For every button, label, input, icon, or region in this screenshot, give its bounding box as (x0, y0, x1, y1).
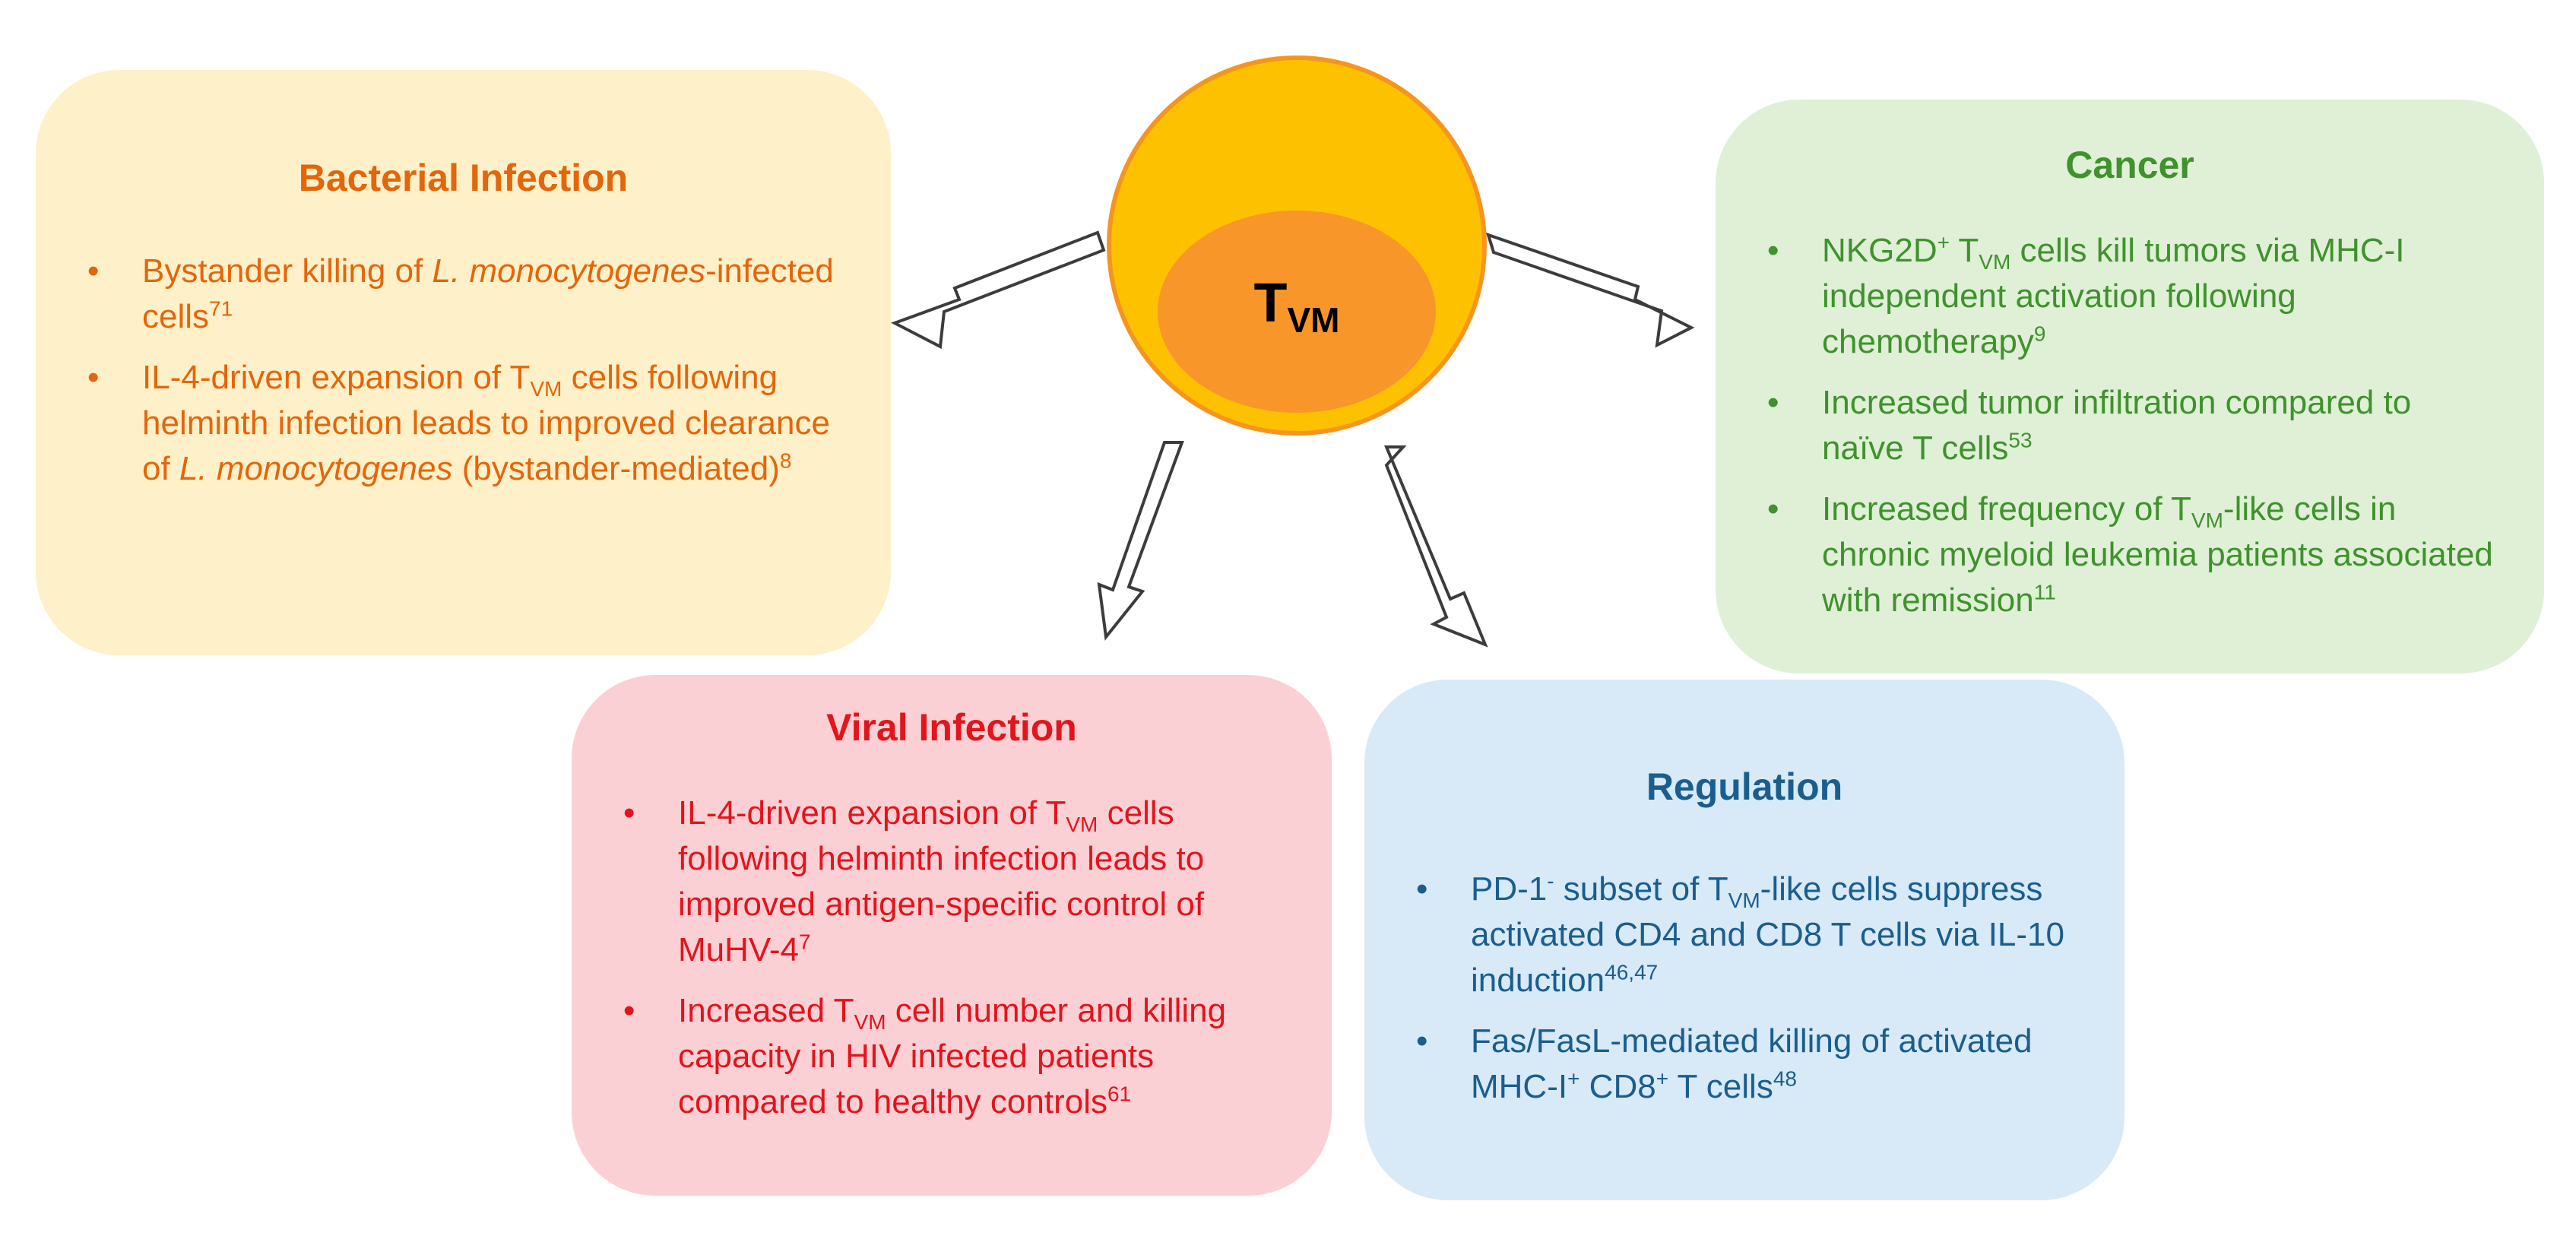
superscript: - (1547, 869, 1554, 893)
text-run: IL-4-driven expansion of T (678, 794, 1066, 832)
list-item: • Increased tumor infiltration compared t… (1761, 380, 2498, 471)
text-run: Increased frequency of T (1822, 490, 2191, 528)
text-run: Bystander killing of (142, 252, 433, 290)
bacterial-infection-title: Bacterial Infection (298, 157, 629, 199)
superscript: 8 (779, 448, 792, 473)
subscript: VM (1728, 888, 1760, 912)
bacterial-infection-box: Bacterial Infection • Bystander killing o… (36, 70, 891, 655)
superscript: 9 (2033, 322, 2046, 346)
subscript: VM (2191, 508, 2223, 532)
list-item: • Increased frequency of TVM-like cells i… (1761, 486, 2498, 623)
text-run: T cells (1668, 1068, 1773, 1105)
viral-infection-title: Viral Infection (826, 706, 1077, 749)
text-run: cell number and killing capacity in HIV … (678, 992, 1227, 1120)
arrow-to-viral (1097, 441, 1184, 641)
bullet-icon: • (1767, 490, 1779, 528)
text-run: -infected cells (142, 252, 834, 335)
cell-label-sub: VM (1287, 300, 1339, 340)
regulation-box: Regulation • PD-1- subset of TVM-like cel… (1364, 680, 2124, 1200)
arrow-to-cancer (1485, 232, 1695, 348)
text-run: -like cells in chronic myeloid leukemia … (1822, 490, 2493, 619)
text-run: NKG2D (1822, 232, 1938, 269)
superscript: 53 (2008, 428, 2033, 452)
text-run: PD-1 (1471, 870, 1548, 908)
bacterial-infection-list: •Bystander killing of L. monocytogenes-i… (81, 249, 845, 492)
text-run: IL-4-driven expansion of T (142, 359, 531, 396)
list-item: • NKG2D+ TVM cells kill tumors via MHC-I … (1761, 228, 2498, 365)
superscript: 71 (209, 296, 233, 321)
regulation-list: • PD-1- subset of TVM-like cells suppress… (1410, 867, 2079, 1110)
viral-infection-box: Viral Infection • IL-4-driven expansion o… (572, 675, 1332, 1196)
list-item: • PD-1- subset of TVM-like cells suppress… (1410, 867, 2079, 1003)
text-run: cells following helminth infection leads… (678, 794, 1205, 968)
superscript: 11 (2033, 580, 2056, 604)
cancer-list: •NKG2D+ TVM cells kill tumors via MHC-I … (1761, 228, 2498, 623)
subscript: VM (530, 376, 562, 401)
list-item: • Increased TVM cell number and killing c… (617, 988, 1286, 1125)
italic-text: L. monocytogenes (179, 450, 453, 487)
text-run: subset of T (1554, 870, 1728, 908)
cell-nucleus (1158, 211, 1436, 413)
list-item: • IL-4-driven expansion of TVM cells foll… (617, 791, 1286, 973)
bullet-icon: • (87, 252, 100, 290)
subscript: VM (1979, 249, 2011, 274)
bullet-icon: • (1416, 1022, 1428, 1060)
text-run: Fas/FasL-mediated killing of activated M… (1471, 1022, 2033, 1105)
cancer-box: Cancer •NKG2D+ TVM cells kill tumors via… (1716, 100, 2544, 673)
bullet-icon: • (87, 359, 100, 396)
bullet-icon: • (623, 992, 635, 1029)
superscript: 61 (1107, 1082, 1132, 1106)
italic-text: L. monocytogenes (432, 252, 706, 290)
text-run: Increased tumor infiltration compared to… (1822, 384, 2412, 467)
text-run: (bystander-mediated) (452, 450, 780, 487)
text-run: T (1949, 232, 1979, 269)
superscript: 46,47 (1605, 960, 1659, 984)
bullet-icon: • (1416, 870, 1428, 908)
superscript: + (1567, 1066, 1580, 1091)
list-item: • IL-4-driven expansion of TVM cells foll… (81, 355, 845, 492)
subscript: VM (854, 1009, 886, 1034)
bullet-icon: • (1767, 232, 1779, 269)
superscript: + (1656, 1066, 1669, 1091)
superscript: 7 (798, 930, 811, 954)
cell-label: TVM (1254, 273, 1340, 340)
superscript: + (1937, 230, 1950, 255)
regulation-title: Regulation (1646, 765, 1843, 808)
text-run: cells following helminth infection leads… (142, 359, 830, 487)
arrow-to-regulation (1383, 445, 1488, 648)
list-item: • Bystander killing of L. monocytogenes-i… (81, 249, 845, 340)
cell-label-main: T (1254, 273, 1288, 334)
cancer-title: Cancer (2065, 144, 2194, 186)
superscript: 48 (1773, 1066, 1797, 1091)
subscript: VM (1066, 812, 1098, 836)
bullet-icon: • (623, 794, 635, 832)
text-run: -like cells suppress activated CD4 and C… (1471, 870, 2064, 999)
text-run: cells kill tumors via MHC-I independent … (1822, 232, 2405, 360)
tvm-cell: TVM (1107, 55, 1487, 436)
arrow-to-bacterial (891, 230, 1106, 350)
bullet-icon: • (1767, 384, 1779, 421)
list-item: • Fas/FasL-mediated killing of activated … (1410, 1019, 2079, 1110)
text-run: CD8 (1580, 1068, 1656, 1105)
text-run: Increased T (678, 992, 854, 1029)
viral-infection-list: •IL-4-driven expansion of TVM cells foll… (617, 791, 1286, 1125)
